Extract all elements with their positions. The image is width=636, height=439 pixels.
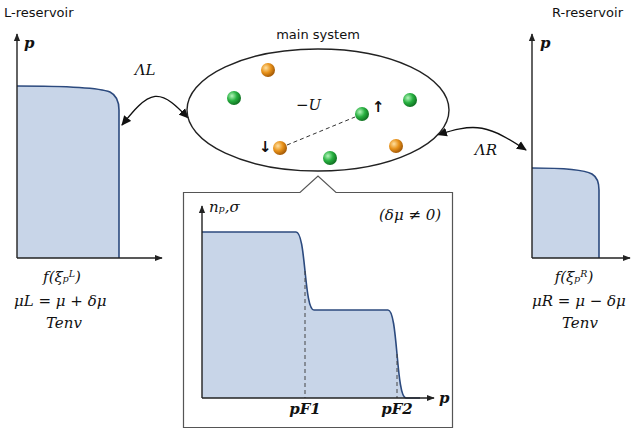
node-text: f(ξₚᴸ) (43, 268, 81, 286)
distribution-curve (202, 232, 420, 398)
node-text: f(ξₚᴿ) (555, 268, 594, 286)
coupling-label: ΛL (133, 61, 158, 79)
node-text: (δμ ≠ 0) (379, 206, 441, 224)
distribution-fill (532, 168, 599, 258)
node-text: nₚ,σ (209, 198, 240, 216)
node-text: ↓ (259, 138, 272, 156)
reservoir-panel: R-reservoirp f(ξₚᴿ) μR = μ − δμ Tenv (526, 2, 634, 332)
particle-orange (389, 139, 403, 153)
particle-green (227, 91, 241, 105)
axis (16, 34, 17, 258)
node-text: p (24, 34, 35, 52)
axis (531, 34, 532, 258)
node-text: p (540, 34, 551, 52)
coupling-label: ΛR (473, 141, 499, 159)
node-title: L-reservoir (4, 5, 73, 21)
node-text: pF1 (289, 400, 321, 418)
particle-orange (261, 63, 275, 77)
coupling-arrow (122, 96, 188, 125)
pairing-line (287, 117, 355, 145)
particle-green (355, 107, 369, 121)
inset-box: nₚ,σ (δμ ≠ 0) pF1 pF2 p (183, 192, 453, 428)
fermi-marker (305, 271, 306, 398)
callout-outline (183, 192, 453, 428)
axis (202, 397, 434, 398)
axis (201, 206, 202, 398)
distribution-fill (17, 86, 119, 258)
node-text: Tenv (46, 314, 82, 332)
node-text: ↑ (372, 98, 385, 116)
node-text: −U (296, 96, 321, 114)
particle-green (403, 93, 417, 107)
node-text: μR = μ − δμ (532, 292, 626, 310)
node-text: pF2 (381, 400, 413, 418)
node-text: p (439, 389, 450, 407)
distribution-curve (532, 168, 599, 258)
node-text: μL = μ + δμ (14, 292, 106, 310)
axis (17, 257, 162, 258)
fermi-marker (397, 354, 398, 398)
distribution-curve (17, 86, 119, 258)
callout-border (184, 176, 453, 428)
ellipse-border (187, 49, 449, 171)
particle-green (323, 151, 337, 165)
node-text: Tenv (562, 314, 598, 332)
particle-orange (273, 141, 287, 155)
node-title: main system (276, 27, 360, 43)
axis (532, 257, 630, 258)
node-title: R-reservoir (552, 5, 623, 21)
reservoir-panel: L-reservoir p f(ξₚᴸ) μL = μ + δμ Tenv (0, 2, 122, 332)
system-ellipse: main system−U↑↓ (186, 48, 450, 172)
